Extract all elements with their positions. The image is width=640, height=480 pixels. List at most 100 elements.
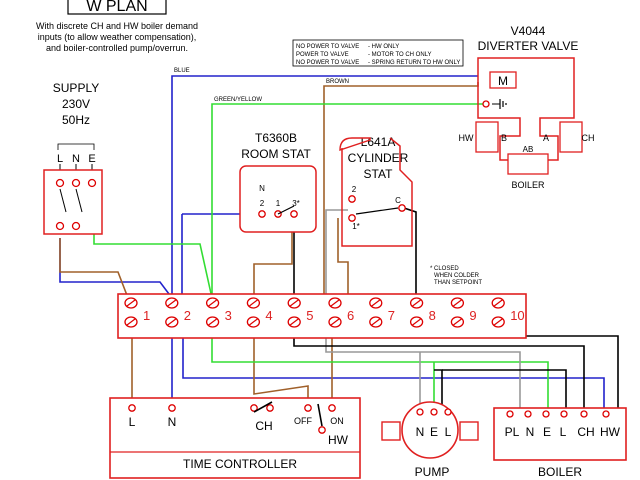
cyl-stat-label-c: C [395,196,401,205]
closed-note-1: * CLOSED [430,266,459,272]
boiler-label-ch: CH [577,425,594,439]
wire-grey-boiler-n [325,209,521,412]
valve-port-ch [559,121,583,153]
pump-outlet [459,421,479,441]
room-stat-terminal-2 [258,210,266,218]
terminal-3-slot [208,299,217,307]
legend-row-2-result: - MOTOR TO CH ONLY [368,52,432,58]
pump-label-e: E [430,425,438,439]
pump-title: PUMP [415,465,450,479]
pump-terminal-e [430,408,438,416]
wire-brown-tc-on [325,330,333,405]
cyl-stat-box [341,137,413,247]
pump-label-l: L [445,425,452,439]
time-controller-box [109,397,361,479]
boiler-label-hw: HW [600,425,621,439]
wire-blue-boiler-hw [182,330,605,412]
valve-label-b: B [501,133,507,143]
earth-icon [492,99,507,109]
valve-body [477,57,575,161]
wire-label-green-yellow: GREEN/YELLOW [214,97,262,103]
supply-terminal-e [87,178,97,188]
valve-motor-box [489,71,517,89]
tc-label-hw: HW [328,433,349,447]
boiler-title: BOILER [538,465,582,479]
wire-blue-n-link [59,238,173,299]
valve-motor-label: M [498,74,508,88]
terminal-1-slot [126,318,136,326]
cyl-stat-terminal-2 [348,195,356,203]
room-stat-label-3: 3* [292,199,300,208]
terminal-10-slot [493,299,503,307]
legend-row-2-condition: POWER TO VALVE [296,52,349,58]
room-stat-contact [277,205,295,215]
terminal-number-8: 8 [429,308,436,323]
boiler-terminal-hw [602,410,610,418]
terminal-9-slot [453,318,462,326]
supply-terminal-l [55,178,65,188]
boiler-label-e: E [543,425,551,439]
terminal-2-slot [167,318,177,326]
terminal-5-slot [289,299,299,307]
wire-label-blue: BLUE [174,68,190,74]
valve-label-boiler: BOILER [511,180,545,190]
room-stat-label-2: 2 [260,199,265,208]
tc-label-l: L [129,415,136,429]
terminal-number-6: 6 [347,308,354,323]
cyl-stat-label-1: 1* [352,222,360,231]
valve-name: DIVERTER VALVE [478,39,579,53]
tc-terminal-n [168,404,176,412]
room-stat-model: T6360B [255,131,297,145]
wires [59,75,619,412]
legend-row-3-condition: NO POWER TO VALVE [296,60,359,66]
cyl-stat-terminal-c [398,204,406,212]
tc-terminal-off [304,404,312,412]
room-stat-label-1: 1 [276,199,281,208]
valve-port-hw [475,121,499,153]
terminal-number-1: 1 [143,308,150,323]
tc-label-on: ON [330,416,344,426]
valve-legend-table [292,39,464,67]
wire-green-valve [211,103,486,298]
terminal-strip [117,293,527,339]
cyl-stat-terminal-1 [348,214,356,222]
terminal-number-3: 3 [225,308,232,323]
time-controller-title: TIME CONTROLLER [183,457,297,471]
legend-row-1-result: - HW ONLY [368,44,399,50]
pump-terminal-n [416,408,424,416]
cyl-stat-top [339,137,371,151]
terminal-2-slot [167,299,177,307]
supply-out-n [71,221,81,231]
wire-brown-cylstat [337,218,349,298]
terminal-4-slot [249,299,258,307]
intro-line-2: inputs (to allow weather compensation), [38,32,197,42]
valve-model: V4044 [511,24,546,38]
wire-green-supply-e [93,182,213,299]
tc-hw-switch [317,403,323,427]
tc-terminal-l [128,404,136,412]
terminal-number-4: 4 [265,308,272,323]
wire-brown-tc-ch [253,330,309,404]
cyl-stat-name-2: STAT [364,167,394,181]
tc-label-off: OFF [294,416,312,426]
supply-label-l: L [57,153,63,165]
cyl-stat-label-2: 2 [352,185,357,194]
terminal-1-slot [126,299,136,307]
wire-green-boiler-e [211,330,549,412]
wire-brown-valve [323,82,479,296]
wire-black-boiler-l [442,369,567,412]
tc-label-n: N [168,415,177,429]
terminal-7-slot [371,299,381,307]
pump-body [401,401,459,459]
closed-note-3: THAN SETPOINT [434,280,482,286]
supply-label-n: N [72,153,80,165]
terminal-number-7: 7 [388,308,395,323]
tc-ch-switch [253,401,273,413]
wire-brown-roomstat [253,218,293,298]
pump-label-n: N [416,425,425,439]
wire-label-brown: BROWN [326,79,349,85]
boiler-terminal-e [542,410,550,418]
boiler-terminal-pl [506,410,514,418]
terminal-number-9: 9 [469,308,476,323]
